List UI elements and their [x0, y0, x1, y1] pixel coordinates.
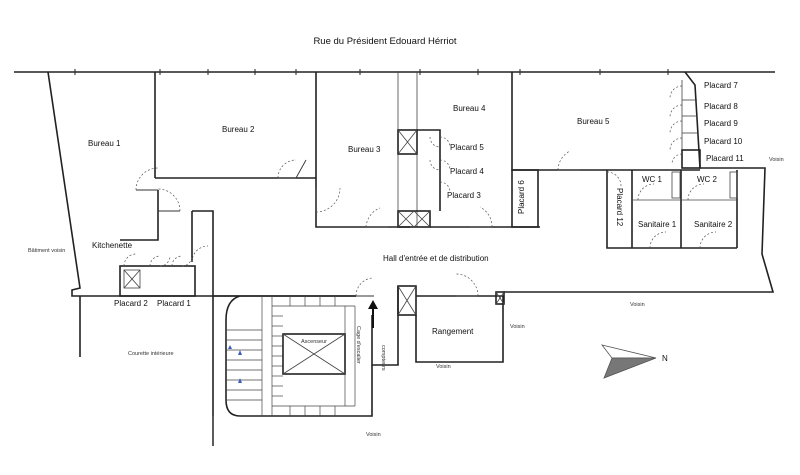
staircase: [212, 295, 373, 446]
room-hall: Hall d'entrée et de distribution: [383, 254, 489, 263]
placard-4-label: Placard 4: [450, 167, 484, 176]
doors: [123, 85, 717, 297]
room-bureau-3: Bureau 3: [348, 145, 381, 154]
room-bureau-4: Bureau 4: [453, 104, 486, 113]
stair-steps: [226, 296, 356, 416]
neighbour-right-label: Voisin: [769, 157, 784, 163]
placard-1-label: Placard 1: [157, 299, 191, 308]
stairwell-label: Cage d'escalier: [355, 326, 361, 364]
kitchenette-walls: [119, 210, 214, 297]
bureau-1-walls: [154, 72, 316, 211]
meters-label: compteurs: [380, 345, 386, 371]
room-wc-2: WC 2: [697, 175, 718, 184]
placard-12-label: Placard 12: [615, 188, 624, 227]
stair-direction-marks: [228, 345, 242, 383]
compass-north-label: N: [662, 354, 668, 363]
elevator-shaft: [282, 333, 346, 375]
room-bureau-5: Bureau 5: [577, 117, 610, 126]
room-sanitaire-2: Sanitaire 2: [694, 220, 733, 229]
placard-2-label: Placard 2: [114, 299, 148, 308]
neighbour-center-label: Voisin: [630, 302, 645, 308]
neighbour-bottom-small-label: Voisin: [436, 364, 451, 370]
facade-markers: [74, 69, 669, 75]
placard-7-label: Placard 7: [704, 81, 738, 90]
room-sanitaire-1: Sanitaire 1: [638, 220, 677, 229]
neighbour-bottom-label: Voisin: [366, 432, 381, 438]
room-wc-1: WC 1: [642, 175, 663, 184]
north-compass-icon: N: [600, 344, 668, 379]
sanitary-walls: [606, 170, 738, 249]
placard-5-label: Placard 5: [450, 143, 484, 152]
elevator-label: Ascenseur: [301, 339, 327, 345]
placard-10-label: Placard 10: [704, 137, 743, 146]
room-rangement: Rangement: [432, 327, 474, 336]
bureau-3-walls: [397, 72, 441, 228]
room-bureau-1: Bureau 1: [88, 139, 121, 148]
street-title: Rue du Président Edouard Hérriot: [313, 36, 456, 47]
placard-11-label: Placard 11: [706, 154, 744, 163]
placard-9-label: Placard 9: [704, 119, 738, 128]
neighbour-rangement-label: Voisin: [510, 324, 525, 330]
placard-3-label: Placard 3: [447, 191, 481, 200]
courtyard-label: Courette intérieure: [128, 351, 174, 357]
room-bureau-2: Bureau 2: [222, 125, 255, 134]
room-kitchenette: Kitchenette: [92, 241, 133, 250]
placards-7-11-walls: [681, 80, 701, 169]
entrance-arrow: [368, 300, 378, 328]
placard-8-label: Placard 8: [704, 102, 738, 111]
neighbour-building-label: Bâtiment voisin: [28, 248, 65, 254]
placard-6-label: Placard 6: [517, 180, 526, 214]
